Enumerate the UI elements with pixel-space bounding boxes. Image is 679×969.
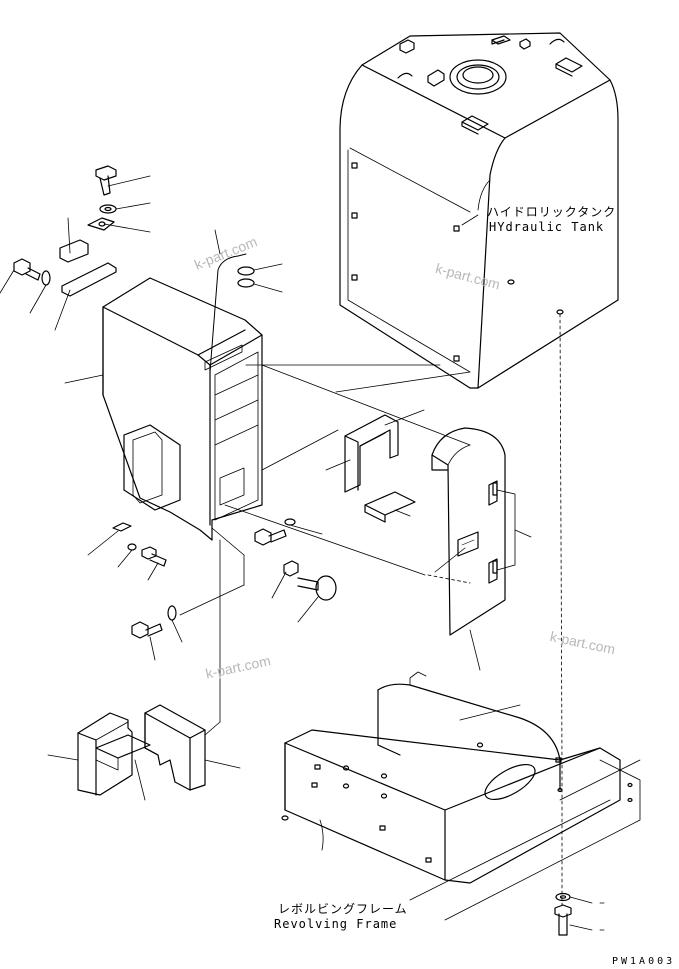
bolts-center [112, 518, 337, 639]
hydraulic-tank-label-jp: ハイドロリックタンク [487, 205, 617, 219]
u-bracket [344, 414, 399, 493]
rod [209, 253, 247, 373]
drawing-code: PW1A003 [612, 956, 676, 967]
assembly-lines [179, 364, 471, 736]
revolving-frame-label-jp: レボルビングフレーム [278, 902, 408, 916]
side-cover-panel [431, 427, 516, 636]
tank-mount-centerline [559, 313, 563, 761]
small-hardware-top-left [13, 165, 117, 297]
tank-mount-bolt [554, 892, 572, 936]
hydraulic-tank-label-en: HYdraulic Tank [489, 220, 605, 234]
hydraulic-tank [339, 32, 619, 389]
leader-lines [0, 175, 593, 931]
revolving-frame-label-en: Revolving Frame [274, 917, 398, 931]
cover-box [102, 277, 263, 541]
wedge [364, 491, 416, 523]
revolving-frame [281, 671, 641, 921]
reference-marks [599, 902, 605, 931]
counterweight-blocks [77, 704, 206, 796]
